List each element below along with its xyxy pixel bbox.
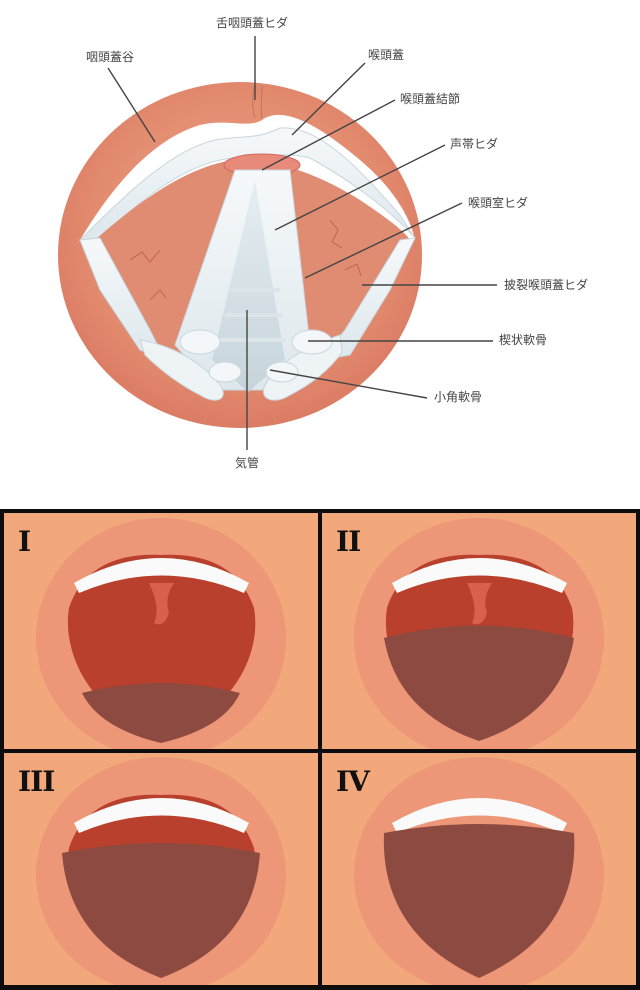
- class-numeral-2: II: [336, 525, 361, 558]
- larynx-diagram: 咽頭蓋谷 舌咽頭蓋ヒダ 喉頭蓋 喉頭蓋結節 声帯ヒダ 喉頭室ヒダ 披裂喉頭蓋ヒダ…: [0, 0, 640, 490]
- mouth-class-1-illustration: [36, 518, 286, 749]
- class-numeral-3: III: [18, 765, 55, 798]
- class-numeral-1: I: [18, 525, 31, 558]
- class-numeral-4: IV: [336, 765, 370, 798]
- label-corniculate-cartilage: 小角軟骨: [434, 390, 483, 404]
- mallampati-panel-3: III: [4, 753, 318, 985]
- label-vallecula: 咽頭蓋谷: [86, 50, 135, 64]
- mallampati-panel-4: IV: [322, 753, 636, 985]
- leader-lines: [107, 36, 497, 450]
- mallampati-grid: I II III IV: [0, 509, 640, 990]
- mallampati-panel-1: I: [4, 513, 318, 749]
- larynx-illustration: [58, 36, 497, 450]
- label-vocal-fold: 声帯ヒダ: [450, 137, 499, 151]
- label-epiglottis: 喉頭蓋: [368, 48, 405, 62]
- label-trachea: 気管: [235, 456, 260, 470]
- mouth-class-2-illustration: [354, 518, 604, 749]
- label-cuneiform-cartilage: 楔状軟骨: [499, 333, 548, 347]
- mouth-class-3-illustration: [36, 757, 286, 985]
- mouth-class-4-illustration: [354, 757, 604, 985]
- mallampati-panel-2: II: [322, 513, 636, 749]
- label-aryepiglottic-fold: 披裂喉頭蓋ヒダ: [504, 278, 589, 292]
- label-vestibular-fold: 喉頭室ヒダ: [468, 196, 529, 210]
- label-glossoepiglottic-fold: 舌咽頭蓋ヒダ: [216, 16, 289, 30]
- label-epiglottic-tubercle: 喉頭蓋結節: [400, 92, 461, 106]
